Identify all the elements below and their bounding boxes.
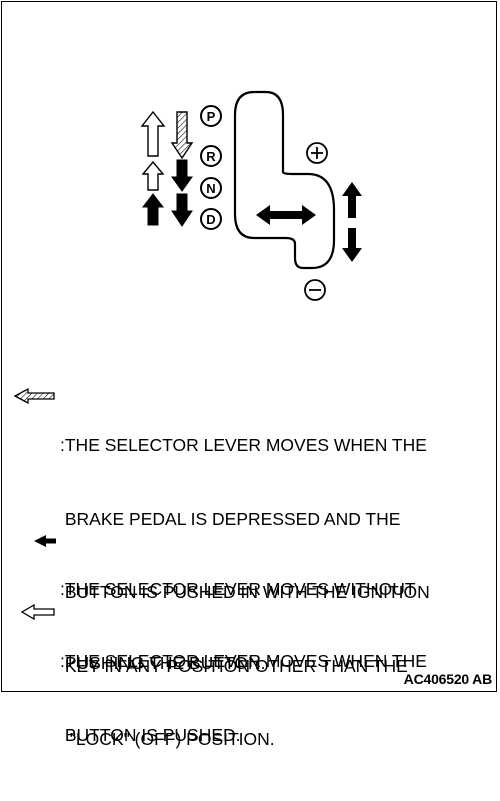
plus-icon [307, 143, 327, 163]
solid-arrow-down-icon [342, 228, 362, 262]
gear-p-label: P [207, 109, 216, 124]
gear-r-label: R [206, 149, 216, 164]
minus-icon [305, 280, 325, 300]
solid-arrow-left-right-icon [256, 205, 316, 225]
outline-arrow-up-icon [142, 112, 164, 156]
gear-n-label: N [206, 181, 215, 196]
solid-arrow-down-icon [172, 160, 192, 191]
gear-d: D [201, 209, 221, 229]
legend-text: :THE SELECTOR LEVER MOVES WHEN THE BUTTO… [60, 600, 490, 796]
solid-arrow-up-icon [342, 182, 362, 218]
solid-arrow-down-icon [172, 194, 192, 226]
solid-arrow-left-icon [14, 534, 56, 548]
gear-d-label: D [206, 212, 215, 227]
solid-arrow-up-icon [143, 194, 163, 225]
shift-pattern-diagram: P R N D [0, 0, 500, 360]
hatched-arrow-down-icon [172, 112, 192, 158]
gear-n: N [201, 178, 221, 198]
outline-arrow-left-icon [14, 604, 56, 620]
gear-p: P [201, 106, 221, 126]
outline-arrow-up-icon [143, 162, 163, 190]
figure-code: AC406520 AB [404, 671, 492, 687]
shift-gate [235, 92, 334, 268]
gear-r: R [201, 146, 221, 166]
hatched-arrow-left-icon [14, 388, 56, 404]
